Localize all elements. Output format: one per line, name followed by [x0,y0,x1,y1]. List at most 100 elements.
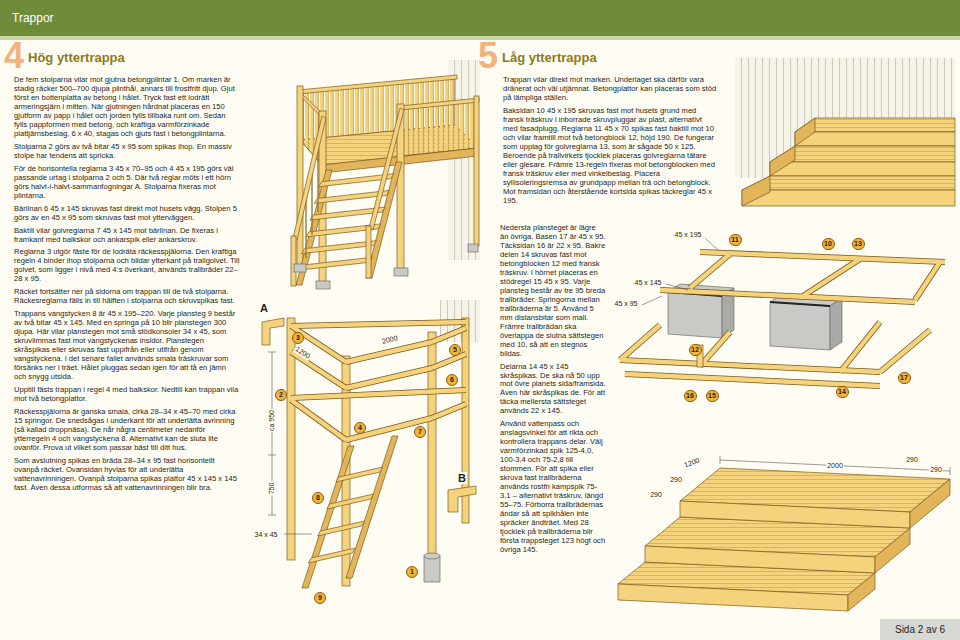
high-stair-drawing-part [366,226,371,278]
body-paragraph: Delarna 14 45 x 145 skråspikas. De ska n… [500,363,606,417]
callout-text: 7 [418,428,422,436]
low-stair-assembly-drawing-part [645,546,875,573]
low-stair-drawing-part [770,146,795,176]
section-heading: Låg yttertrappa [502,50,597,65]
body-paragraph: Trappan vilar direkt mot marken. Underla… [503,76,717,103]
callout-text: 5 [453,346,457,354]
high-stair-drawing-part [293,116,326,240]
high-stair-drawing-part [468,244,478,252]
callout-text: 4 [358,424,362,432]
body-paragraph: Räcket fortsätter ner på sidorna om trap… [14,288,240,306]
callout-text: 12 [691,346,699,354]
high-stair-drawing-part [369,108,404,230]
body-paragraph: De fem stolparna vilar mot gjutna betong… [14,76,240,139]
page-title: Trappor [12,11,54,25]
low-stair-drawing-part [742,190,955,206]
low-stair-assembly-drawing-part [720,456,721,464]
low-stair-frame-drawing-part [705,238,718,250]
callout-text: 6 [450,376,454,384]
frame-detail-drawing-part [291,322,466,440]
callout-text: 2 [279,391,283,399]
callout-number: 15 [706,390,719,402]
text-column: Nedersta plansteget är lägre än övriga. … [500,224,606,559]
body-paragraph: Räckesspjälorna är ganska smala, cirka 2… [14,408,240,453]
low-stair-assembly-drawing-part [875,528,910,573]
dimension-label: 2000 [826,461,844,470]
low-stair-drawing-part [770,162,955,176]
frame-detail-drawing [262,300,480,588]
low-stair-drawing-part [795,132,955,146]
body-paragraph: Baksidan 10 45 x 195 skruvas fast mot hu… [503,107,717,206]
section-number: 4 [4,38,24,74]
low-stair-frame-drawing-part [770,302,830,306]
dimension-label: 750 [268,481,277,495]
body-paragraph: Trappans vangstycken 8 är 45 x 195–220. … [14,310,240,382]
low-stair-frame-drawing [620,238,945,386]
dimension-label: 1200 [682,455,702,469]
body-paragraph: Nedersta plansteget är lägre än övriga. … [500,224,606,359]
frame-detail-drawing-part [308,548,355,563]
callout-text: 8 [316,494,320,502]
high-stair-drawing-part [394,268,408,276]
callout-number: 8 [312,492,324,504]
low-stair-assembly-drawing [618,456,950,611]
dimension-label: 290 [929,465,943,474]
callout-text: 9 [318,594,322,602]
callout-text: 17 [900,374,908,382]
high-stair-drawing-part [291,236,296,286]
low-stair-drawing [735,58,955,206]
callout-number: 17 [898,372,911,384]
frame-detail-drawing-part [424,553,440,559]
callout-number: 16 [684,390,697,402]
low-stair-drawing-part [795,118,955,132]
low-stair-frame-drawing-part [668,292,722,338]
page-number: Sida 2 av 6 [895,624,945,636]
dimension-label: 34 x 45 [254,530,279,539]
frame-detail-drawing-part [262,318,284,345]
dimension-label: 290 [669,475,683,484]
body-paragraph: Använd vattenpass och anslagsvinkel för … [500,420,606,555]
low-stair-frame-drawing-part [620,252,945,386]
high-stair-drawing-part [400,98,479,110]
detail-letter: B [457,472,467,484]
low-stair-drawing-part [742,176,955,190]
low-stair-assembly-drawing-part [618,584,848,611]
frame-detail-drawing-part [291,322,466,440]
callout-number: 3 [292,332,304,344]
dimension-label: 290 [905,455,919,464]
text-column: Trappan vilar direkt mot marken. Underla… [503,76,717,210]
low-stair-assembly-drawing-part [848,573,875,611]
frame-detail-drawing-part [284,534,312,535]
text-column: De fem stolparna vilar mot gjutna betong… [14,76,240,497]
low-stair-frame-drawing-part [770,302,830,350]
body-paragraph: Reglarna 3 utgör fäste för de lodräta rä… [14,248,240,284]
body-paragraph: Upptill fästs trappan i regel 4 med balk… [14,386,240,404]
low-stair-frame-drawing-part [830,298,842,350]
frame-detail-drawing-part [268,352,276,353]
callout-number: 1 [406,566,418,578]
frame-detail-drawing-part [424,556,440,582]
callout-text: 3 [296,334,300,342]
callout-text: 15 [708,392,716,400]
high-stair-drawing-part [297,86,303,266]
low-stair-assembly-drawing-part [950,467,951,475]
frame-detail-drawing-part [318,521,365,536]
low-stair-frame-drawing-part [642,296,662,305]
callout-number: 6 [446,374,458,386]
header-band [0,0,960,40]
high-stair-drawing-part [302,241,377,254]
callout-text: 14 [838,388,846,396]
dimension-label: 45 x 95 [614,299,639,308]
dimension-label: 290 [649,490,663,499]
low-stair-drawing-part [742,176,770,206]
callout-number: 4 [354,422,366,434]
page-number-box: Sida 2 av 6 [880,619,960,640]
body-paragraph: För de horisontella reglarna 3 45 x 70–9… [14,165,240,201]
header-band-part [0,0,960,36]
callout-number: 2 [275,389,287,401]
high-stair-drawing-part [298,75,457,94]
frame-detail-drawing-part [346,436,398,578]
callout-number: 9 [314,592,326,604]
callout-number: 12 [689,344,702,356]
